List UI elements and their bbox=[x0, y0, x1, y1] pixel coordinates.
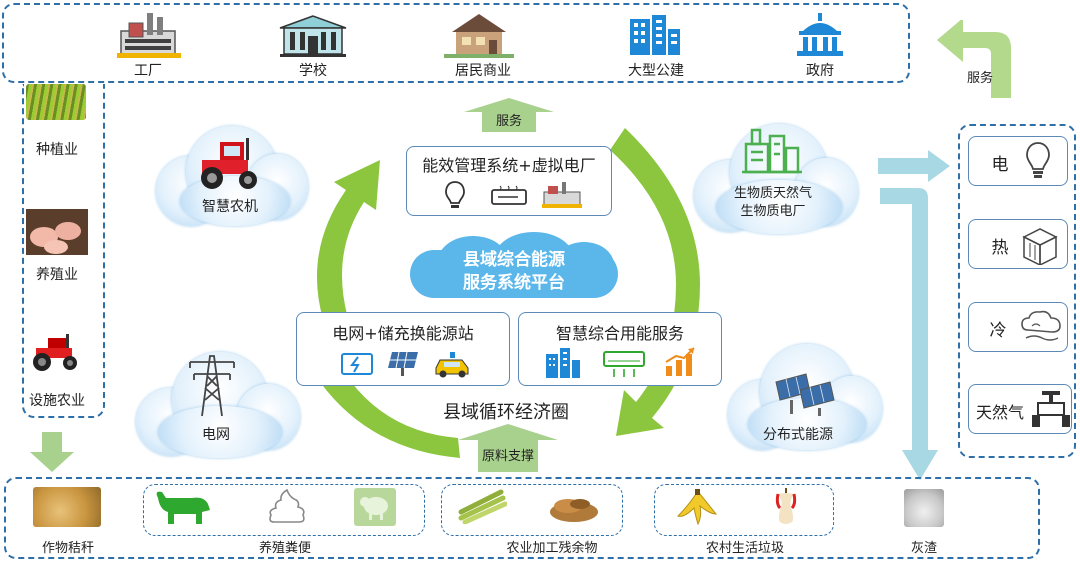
air-conditioner-icon bbox=[603, 351, 645, 377]
pigs-icon bbox=[26, 209, 88, 255]
resource-label-straw: 作物秸秆 bbox=[41, 541, 94, 556]
bottom-resources-panel bbox=[4, 477, 1040, 559]
sheep-shape-icon bbox=[360, 497, 388, 520]
energy-label-gas: 天然气 bbox=[975, 403, 1024, 422]
energy-box-gas bbox=[968, 384, 1072, 434]
solar-panel-icon bbox=[388, 351, 418, 376]
biomass-label-line2: 生物质电厂 bbox=[740, 204, 806, 219]
industry-label-facility: 设施农业 bbox=[29, 393, 85, 409]
resource-label-ash: 灰渣 bbox=[910, 541, 937, 556]
growth-chart-icon bbox=[665, 347, 695, 376]
energy-box-cold bbox=[968, 302, 1068, 352]
resource-label-manure: 养殖粪便 bbox=[258, 541, 311, 556]
distributed-energy-label: 分布式能源 bbox=[763, 427, 833, 443]
straw-bale-icon bbox=[33, 487, 101, 527]
circular-economy-label: 县域循环经济圈 bbox=[443, 402, 569, 423]
smart-tractor-icon bbox=[201, 138, 257, 189]
rural-waste-group bbox=[654, 484, 834, 536]
service-up-arrow bbox=[464, 98, 554, 132]
office-building-icon bbox=[630, 15, 680, 55]
rice-field-icon bbox=[26, 84, 86, 120]
consumer-label-school: 学校 bbox=[299, 63, 327, 79]
left-down-arrow bbox=[30, 432, 74, 472]
radiator-icon bbox=[1022, 228, 1058, 265]
manure-icon bbox=[269, 488, 305, 523]
agri-residue-group bbox=[441, 484, 623, 536]
biomass-label-line1: 生物质天然气 bbox=[733, 186, 812, 201]
city-buildings-icon bbox=[546, 348, 580, 378]
consumer-label-residential: 居民商业 bbox=[455, 63, 511, 79]
manure-group bbox=[143, 484, 425, 536]
battery-icon bbox=[341, 353, 373, 375]
virtual-plant-icon bbox=[542, 182, 582, 208]
resource-label-agri-residue: 农业加工残余物 bbox=[506, 541, 598, 556]
platform-cloud bbox=[398, 232, 630, 304]
ash-icon bbox=[904, 489, 944, 527]
power-tower-icon bbox=[189, 355, 235, 417]
raw-support-label: 原料支撑 bbox=[481, 449, 534, 464]
energy-label-cold: 冷 bbox=[989, 321, 1007, 341]
platform-title-line1: 县域综合能源 bbox=[463, 250, 565, 270]
apple-core-icon bbox=[775, 488, 797, 524]
banana-peel-icon bbox=[677, 489, 718, 526]
bull-icon bbox=[156, 491, 210, 524]
school-icon bbox=[279, 15, 347, 57]
grid-cloud bbox=[132, 348, 302, 460]
cold-wind-icon bbox=[1021, 310, 1061, 341]
service-up-label: 服务 bbox=[495, 114, 522, 129]
gas-valve-icon bbox=[1032, 391, 1070, 427]
top-consumers-panel bbox=[2, 3, 910, 83]
consumer-label-factory: 工厂 bbox=[134, 63, 162, 79]
government-icon bbox=[797, 13, 843, 56]
consumer-label-public-building: 大型公建 bbox=[628, 63, 684, 79]
factory-icon bbox=[117, 13, 181, 58]
right-energy-panel bbox=[958, 124, 1076, 458]
smart-service-label: 智慧综合用能服务 bbox=[555, 324, 684, 343]
biomass-plant-icon bbox=[742, 128, 802, 174]
service-corner-label: 服务 bbox=[966, 71, 993, 86]
resource-label-rural-waste: 农村生活垃圾 bbox=[705, 541, 784, 556]
house-icon bbox=[444, 14, 514, 58]
raw-support-arrow bbox=[458, 424, 558, 472]
grid-label: 电网 bbox=[202, 427, 230, 443]
sugarcane-icon bbox=[458, 489, 507, 524]
smart-farm-label: 智慧农机 bbox=[202, 199, 258, 215]
grain-residue-icon bbox=[550, 499, 598, 522]
service-corner-arrow bbox=[937, 20, 1011, 98]
energy-label-electricity: 电 bbox=[991, 155, 1009, 175]
industry-label-breeding: 养殖业 bbox=[36, 267, 78, 283]
grid-storage-label: 电网+储充换能源站 bbox=[332, 324, 474, 343]
tractor-icon bbox=[33, 334, 77, 371]
light-bulb-icon bbox=[1026, 142, 1050, 178]
consumer-label-government: 政府 bbox=[806, 63, 834, 79]
flow-arrow-down bbox=[880, 188, 938, 480]
platform-title-line2: 服务系统平台 bbox=[463, 273, 565, 293]
energy-box-heat bbox=[968, 219, 1068, 269]
charging-car-icon bbox=[435, 352, 469, 378]
smart-meter-icon bbox=[491, 185, 527, 205]
flow-arrow-right bbox=[878, 150, 950, 182]
biomass-cloud bbox=[690, 120, 860, 236]
bulb-device-icon bbox=[445, 181, 465, 208]
energy-label-heat: 热 bbox=[991, 238, 1009, 258]
left-industries-panel bbox=[22, 84, 105, 418]
energy-box-electricity bbox=[968, 136, 1068, 186]
distributed-solar-icon bbox=[775, 373, 835, 416]
energy-management-label: 能效管理系统+虚拟电厂 bbox=[422, 156, 596, 175]
industry-label-planting: 种植业 bbox=[36, 142, 78, 158]
